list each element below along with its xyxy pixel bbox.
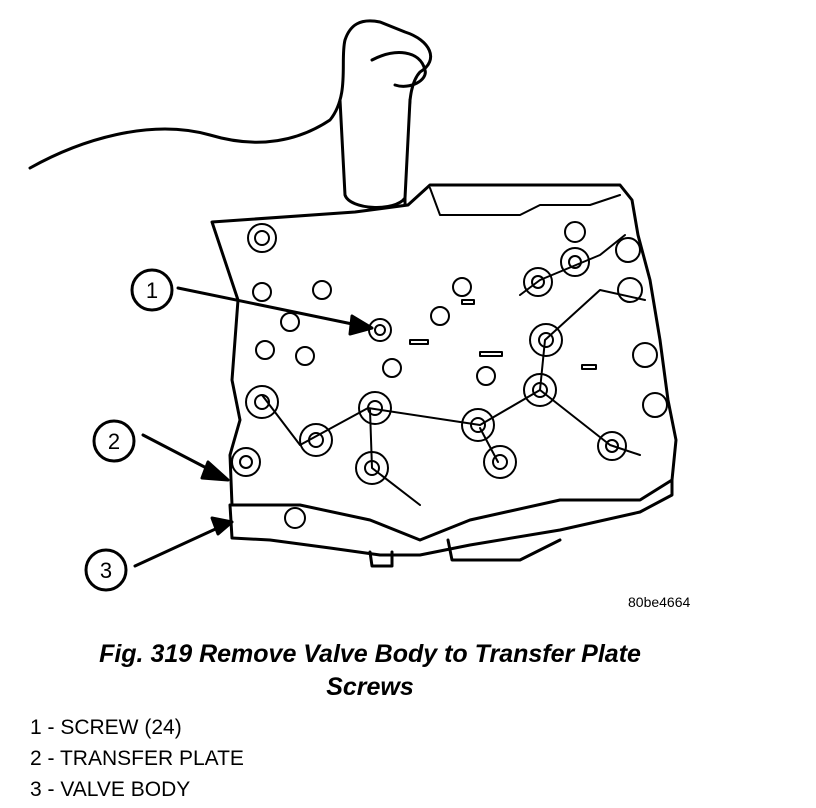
thumb-outline: [370, 51, 427, 88]
parts-legend: 1 - SCREW (24) 2 - TRANSFER PLATE 3 - VA…: [30, 712, 244, 805]
callout-3-label: 3: [100, 558, 112, 583]
callout-2-circle: [92, 419, 136, 463]
figure-id: 80be4664: [628, 594, 691, 610]
legend-item: 2 - TRANSFER PLATE: [30, 747, 244, 770]
legend-item: 1 - SCREW (24): [30, 716, 182, 739]
callout-1-circle: [130, 268, 174, 312]
valve-body-illustration: 1 2 3: [28, 19, 678, 592]
hand-outline: [28, 19, 433, 217]
valve-body: [228, 478, 674, 557]
screwdriver-handle: [338, 98, 412, 209]
transfer-plate: [210, 183, 678, 542]
callout-2-label: 2: [108, 429, 120, 454]
legend-item: 3 - VALVE BODY: [30, 778, 191, 801]
caption-line-1: Fig. 319 Remove Valve Body to Transfer P…: [99, 640, 641, 668]
callout-3-circle: [84, 548, 128, 592]
figure-caption: Fig. 319 Remove Valve Body to Transfer P…: [0, 638, 740, 704]
callout-1-label: 1: [146, 278, 158, 303]
caption-line-2: Screws: [326, 673, 414, 701]
